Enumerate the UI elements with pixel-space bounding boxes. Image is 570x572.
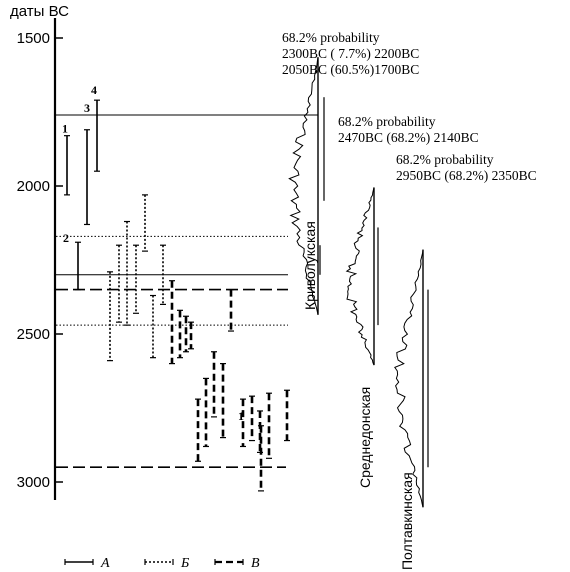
range-bar [160,244,166,305]
culture-label: Полтавкинская [399,472,415,570]
range-bar [116,244,122,323]
distribution-annotation: 2300BC ( 7.7%) 2200BC [282,46,419,61]
range-bar [94,99,100,172]
legend-label: А [100,556,110,571]
legend-item: А [64,556,110,571]
marker-label: 1 [62,122,68,136]
y-tick-label: 2500 [17,326,50,343]
probability-curve [394,249,424,508]
y-axis-title: даты ВС [10,3,69,20]
y-tick-label: 2000 [17,178,50,195]
range-bar [195,398,201,462]
range-bar [84,129,90,226]
range-bar [150,294,156,359]
marker-label: 4 [91,83,97,97]
culture-label: Криволукская [302,221,318,310]
legend-label: В [251,556,260,571]
marker-label: 3 [84,101,90,115]
distribution-annotation: 2470BC (68.2%) 2140BC [338,130,479,145]
legend-item: Б [144,556,189,571]
range-bar [177,309,183,359]
range-bar [266,392,272,459]
probability-curve [345,187,375,366]
distribution-annotation: 2050BC (60.5%)1700BC [282,62,419,77]
y-tick-label: 3000 [17,474,50,491]
distribution-annotation: 68.2% probability [396,152,494,167]
range-bar [75,241,81,291]
marker-label: 1 [238,409,244,423]
legend-label: Б [180,556,189,571]
range-bar [211,351,217,418]
legend: А Б В [64,556,260,571]
range-bar [203,377,209,448]
range-bar [284,389,290,442]
range-bar [64,135,70,196]
range-bar [133,244,139,314]
range-bar [107,271,113,362]
range-bar [183,315,189,353]
data-series [64,99,290,492]
range-bar [169,280,175,365]
marker-labels: 1 2 34 1 [62,83,244,423]
range-bar [220,363,226,439]
distribution-annotation: 68.2% probability [338,114,436,129]
y-tick-label: 1500 [17,30,50,47]
marker-label: 2 [63,231,69,245]
distribution-annotation: 68.2% probability [282,30,380,45]
probability-curve [288,57,319,315]
range-bar [258,425,264,492]
culture-label: Среднедонская [357,387,373,488]
range-bar [249,395,255,442]
range-bar [142,194,148,252]
legend-item: В [214,556,260,571]
range-bar [124,220,130,326]
distribution-annotation: 2950BC (68.2%) 2350BC [396,168,537,183]
reference-lines [56,114,318,469]
range-bar [228,289,234,332]
range-bar [188,321,194,350]
y-axis-ticks: 1500 2000 2500 3000 [17,30,63,491]
range-bar [240,398,246,448]
